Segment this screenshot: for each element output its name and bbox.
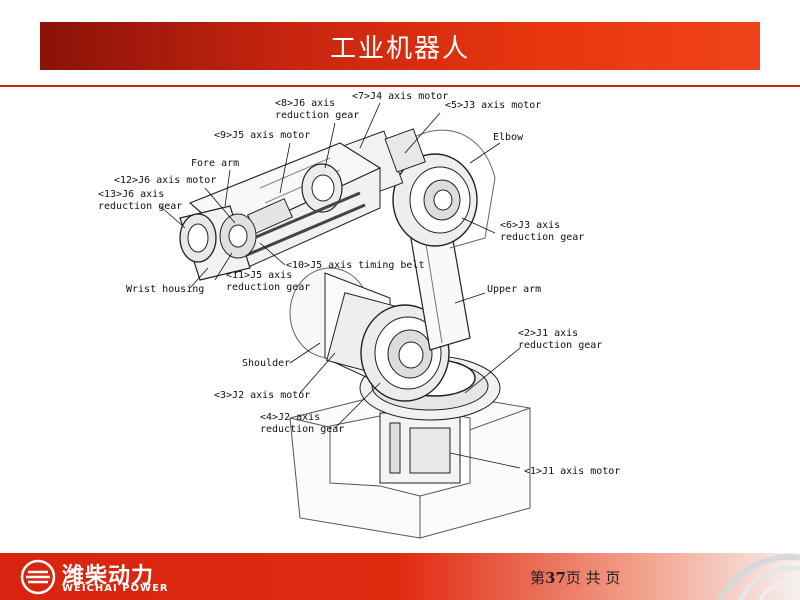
label-j6-reduction-gear-8: <8>J6 axis reduction gear <box>275 98 360 121</box>
wrist-shape <box>179 205 257 281</box>
label-upper-arm: Upper arm <box>487 284 542 295</box>
label-j5-timing-belt: <10>J5 axis timing belt <box>286 260 425 271</box>
label-j5-reduction-gear: <11>J5 axis reduction gear <box>226 270 311 293</box>
title-divider <box>0 85 800 87</box>
page-suffix: 页 共 页 <box>565 569 621 587</box>
label-j2-reduction-gear: <4>J2 axis reduction gear <box>260 412 345 435</box>
label-elbow: Elbow <box>493 132 524 143</box>
footer-bar: 潍柴动力 WEICHAI POWER 第37页 共 页 <box>0 553 800 600</box>
label-j2-motor: <3>J2 axis motor <box>214 390 311 401</box>
upper-arm-shape <box>409 222 471 351</box>
page-number: 37 <box>545 569 566 587</box>
label-j6-reduction-gear-13: <13>J6 axis reduction gear <box>98 189 183 212</box>
label-shoulder: Shoulder <box>242 358 291 369</box>
label-j4-motor: <7>J4 axis motor <box>352 91 449 102</box>
label-j3-reduction-gear: <6>J3 axis reduction gear <box>500 220 585 243</box>
j3-gear-shape <box>392 153 478 247</box>
page-indicator: 第37页 共 页 <box>530 567 620 588</box>
label-j1-motor: <1>J1 axis motor <box>524 466 621 477</box>
j6-gear-8-shape <box>301 163 343 213</box>
page-prefix: 第 <box>530 569 546 587</box>
label-j5-motor: <9>J5 axis motor <box>214 130 311 141</box>
label-wrist-housing: Wrist housing <box>126 284 205 295</box>
label-j1-reduction-gear: <2>J1 axis reduction gear <box>518 328 603 351</box>
slide-title: 工业机器人 <box>329 33 470 64</box>
label-fore-arm: Fore arm <box>191 158 240 169</box>
leader-lines <box>159 102 521 469</box>
weichai-logo-icon <box>20 559 56 595</box>
label-j6-motor: <12>J6 axis motor <box>114 175 217 186</box>
robot-diagram <box>90 88 650 550</box>
j1-motor-shape <box>379 412 461 484</box>
footer-decoration <box>717 553 800 600</box>
robot-drawing <box>159 102 531 539</box>
title-bar: 工业机器人 <box>40 22 760 70</box>
label-j3-motor: <5>J3 axis motor <box>445 100 542 111</box>
brand-name-cn: 潍柴动力 <box>62 564 155 589</box>
brand-name-en: WEICHAI POWER <box>62 583 169 594</box>
